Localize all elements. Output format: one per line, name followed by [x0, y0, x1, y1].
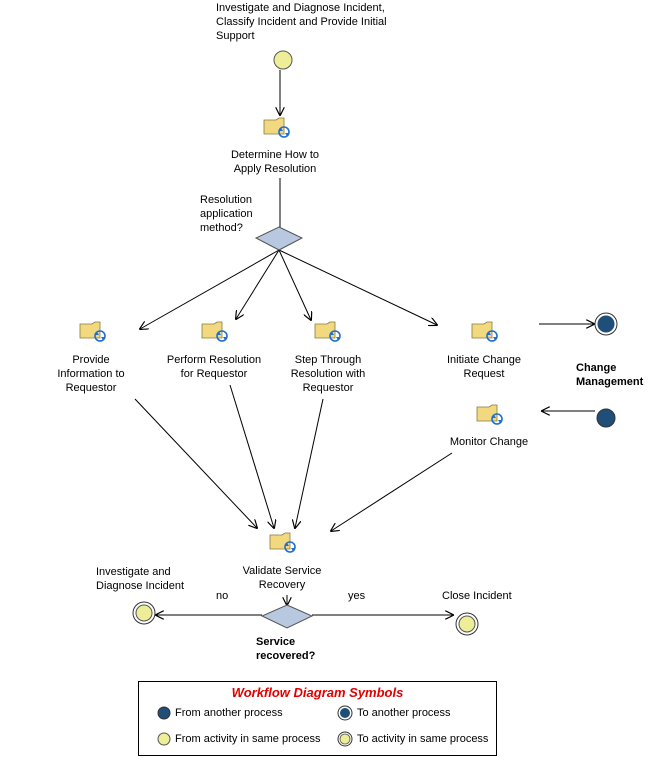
legend-label-from-another-process: From another process [175, 707, 283, 719]
task-label-determine: Determine How to Apply Resolution [230, 149, 320, 175]
legend-symbols [157, 705, 353, 747]
arrow-provide-to-validate [134, 398, 257, 528]
arrow-decision-to-perform [236, 249, 280, 319]
legend-symbol-to-activity [337, 731, 353, 747]
decision-diamond-service-recovered [260, 604, 314, 629]
task-icon-step-through [314, 321, 341, 342]
task-label-perform-resolution: Perform Resolution for Requestor [166, 354, 262, 380]
task-icon-determine [263, 117, 290, 138]
legend-symbol-from-activity [157, 732, 171, 746]
task-label-validate: Validate Service Recovery [242, 565, 322, 591]
connectors [134, 70, 595, 615]
legend-symbol-to-another-process [337, 705, 353, 721]
arrow-decision-to-provide [140, 249, 280, 329]
start-event-from-another-process [596, 408, 616, 428]
arrow-decision-to-initiate [278, 249, 437, 325]
task-icon-perform-resolution [201, 321, 228, 342]
task-label-provide-info: Provide Information to Requestor [57, 354, 125, 394]
decision-label-service-recovered: Service recovered? [256, 636, 316, 662]
task-label-step-through: Step Through Resolution with Requestor [290, 354, 366, 394]
process-label-change-management: Change Management [576, 362, 644, 388]
task-icon-validate [269, 532, 296, 553]
task-icon-monitor-change [476, 404, 503, 425]
legend-symbol-from-another-process [157, 706, 171, 720]
arrow-perform-to-validate [229, 384, 274, 528]
end-label-investigate: Investigate and Diagnose Incident [96, 566, 185, 592]
start-event-from-activity [273, 50, 293, 70]
decision-label-resolution-method: Resolution application method? [200, 194, 253, 234]
legend-box: Workflow Diagram Symbols From another pr… [138, 681, 497, 756]
task-icon-initiate-change [471, 321, 498, 342]
end-event-investigate [132, 601, 156, 625]
legend-title: Workflow Diagram Symbols [231, 685, 404, 700]
end-event-to-another-process [594, 312, 618, 336]
start-label: Investigate and Diagnose Incident, Class… [216, 2, 387, 42]
branch-label-no: no [216, 590, 229, 602]
arrow-step-to-validate [295, 398, 324, 528]
end-event-close-incident [455, 612, 479, 636]
legend-label-to-another-process: To another process [357, 707, 451, 719]
legend-label-to-activity: To activity in same process [357, 733, 489, 745]
arrow-decision-to-step [278, 249, 311, 320]
task-icon-provide-info [79, 321, 106, 342]
end-label-close-incident: Close Incident [442, 590, 512, 602]
task-label-initiate-change: Initiate Change Request [447, 354, 521, 380]
decision-diamond-resolution-method [254, 226, 304, 251]
legend-label-from-activity: From activity in same process [175, 733, 321, 745]
task-label-monitor-change: Monitor Change [449, 436, 529, 448]
branch-label-yes: yes [348, 590, 366, 602]
arrow-monitor-to-validate [331, 452, 453, 531]
